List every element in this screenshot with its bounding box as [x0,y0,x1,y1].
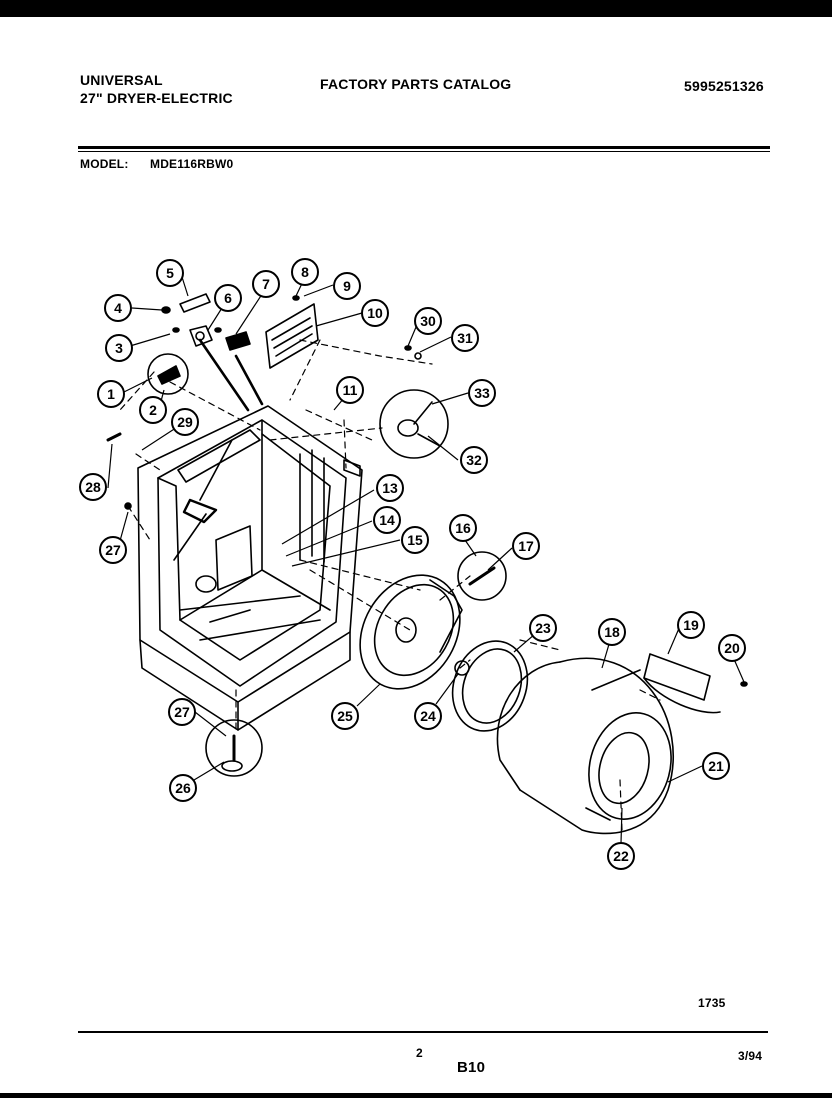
svg-text:20: 20 [724,640,740,656]
svg-text:8: 8 [301,264,309,280]
svg-text:4: 4 [114,300,122,316]
svg-text:13: 13 [382,480,398,496]
svg-text:26: 26 [175,780,191,796]
svg-text:15: 15 [407,532,423,548]
top-parts-drawing [147,293,319,412]
svg-text:22: 22 [613,848,629,864]
screw-29-drawing [106,432,122,442]
svg-text:27: 27 [174,704,190,720]
svg-text:23: 23 [535,620,551,636]
callout-26: 26 [169,774,197,802]
svg-text:21: 21 [708,758,724,774]
callout-20: 20 [718,634,746,662]
svg-text:14: 14 [379,512,395,528]
svg-text:25: 25 [337,708,353,724]
svg-text:33: 33 [474,385,490,401]
drawing-number: 1735 [698,996,726,1010]
callout-31: 30 [414,307,442,335]
callout-29: 28 [79,473,107,501]
svg-text:31: 31 [457,330,473,346]
callout-1: 1 [97,380,125,408]
callout-19: 19 [677,611,705,639]
drum-drawing [496,657,674,835]
callout-15: 15 [401,526,429,554]
product-label: 27" DRYER-ELECTRIC [80,90,233,106]
callout-33: 32 [460,446,488,474]
callout-3: 3 [105,334,133,362]
leveling-leg-drawing [205,719,263,777]
top-black-bar [0,0,832,17]
svg-text:7: 7 [262,276,270,292]
idler-drawing [457,551,507,601]
callout-28: 27 [99,536,127,564]
svg-text:9: 9 [343,278,351,294]
catalog-number: 5995251326 [684,78,764,94]
callout-8: 8 [291,258,319,286]
callout-34: 33 [468,379,496,407]
svg-text:16: 16 [455,520,471,536]
catalog-title: FACTORY PARTS CATALOG [320,76,512,92]
svg-text:27: 27 [105,542,121,558]
svg-text:17: 17 [518,538,534,554]
callout-18: 18 [598,618,626,646]
callout-30: 29 [171,408,199,436]
callout-16: 16 [449,514,477,542]
washer-32-drawing [414,352,422,360]
assembly-lines [119,339,661,831]
callout-27: 27 [168,698,196,726]
callout-2: 2 [139,396,167,424]
callout-21: 21 [702,752,730,780]
callout-7: 7 [252,270,280,298]
header-rule-thick [78,146,770,149]
motor-drawing [379,389,449,459]
callout-25: 25 [331,702,359,730]
brand-label: UNIVERSAL [80,72,163,88]
model-value: MDE116RBW0 [150,157,234,171]
svg-text:28: 28 [85,479,101,495]
page-number: 2 [416,1046,423,1060]
callout-14: 14 [373,506,401,534]
callout-5: 5 [156,259,184,287]
callout-11: 11 [336,376,364,404]
svg-text:11: 11 [343,382,358,398]
callout-10: 10 [361,299,389,327]
svg-text:2: 2 [149,402,157,418]
callout-13: 13 [376,474,404,502]
svg-text:30: 30 [420,313,436,329]
svg-text:18: 18 [604,624,620,640]
date-code: 3/94 [738,1049,763,1063]
svg-text:6: 6 [224,290,232,306]
callout-17: 17 [512,532,540,560]
seal-ring-drawing [451,640,529,732]
baffle-drawing [643,653,748,714]
model-label: MODEL: [80,157,129,171]
callout-9: 9 [333,272,361,300]
front-bulkhead-drawing [359,574,463,690]
svg-text:24: 24 [420,708,436,724]
svg-text:32: 32 [466,452,482,468]
section-code: B10 [457,1059,486,1076]
callout-23: 23 [529,614,557,642]
callout-22: 22 [607,842,635,870]
cabinet-drawing [137,405,363,731]
callout-4: 4 [104,294,132,322]
callout-32: 31 [451,324,479,352]
header-rule-thin [78,151,770,152]
footer-rule [78,1031,768,1033]
bottom-black-bar [0,1093,832,1098]
screw-31-drawing [404,345,412,351]
svg-text:10: 10 [367,305,383,321]
svg-text:5: 5 [166,265,174,281]
svg-text:19: 19 [683,617,699,633]
svg-text:1: 1 [107,386,115,402]
svg-text:3: 3 [115,340,123,356]
screw-28-drawing [124,502,132,510]
svg-text:29: 29 [177,414,193,430]
callout-24: 24 [414,702,442,730]
callout-6: 6 [214,284,242,312]
